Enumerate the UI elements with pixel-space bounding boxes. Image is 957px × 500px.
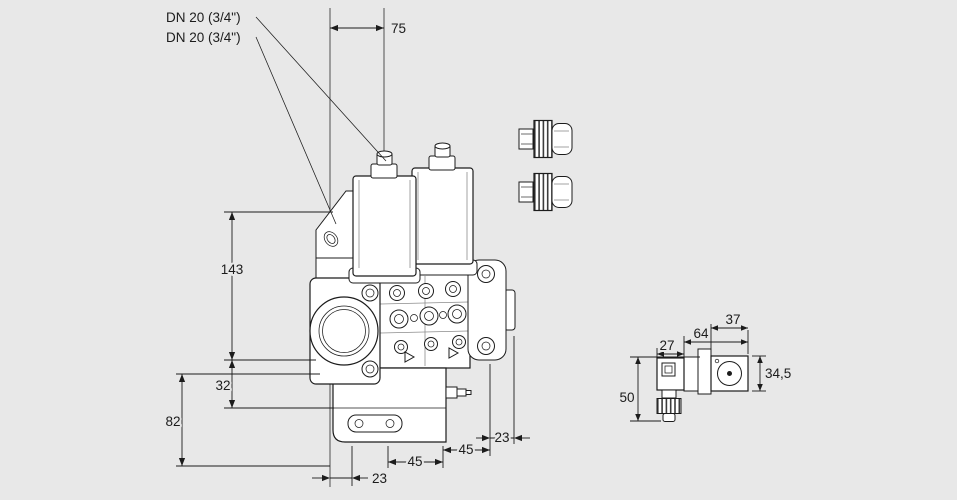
dim-body-height: 143 [219, 211, 333, 361]
body-screws [389, 281, 467, 363]
breather-nozzle [445, 386, 472, 399]
dim-coil-offset: 75 [330, 19, 408, 38]
svg-text:34,5: 34,5 [765, 366, 791, 381]
svg-text:75: 75 [391, 21, 406, 36]
svg-text:82: 82 [165, 414, 180, 429]
svg-text:45: 45 [458, 442, 473, 457]
svg-text:50: 50 [619, 390, 634, 405]
test-plug-1 [518, 119, 573, 159]
port-label-bottom: DN 20 (3/4") [166, 30, 241, 45]
svg-text:27: 27 [659, 338, 674, 353]
dim-outlet-offset: 23 [476, 336, 530, 447]
pilot-valve [656, 348, 749, 422]
solenoid-coil-left [348, 150, 421, 284]
svg-text:143: 143 [221, 262, 244, 277]
inlet-flange [309, 277, 381, 385]
dim-block-width: 45 [387, 446, 444, 471]
svg-text:23: 23 [372, 471, 387, 486]
dim-pilot-body-height: 34,5 [752, 355, 793, 392]
port-label-top: DN 20 (3/4") [166, 10, 241, 25]
dim-pilot-body-width: 37 [710, 310, 748, 352]
dim-pilot-total-width: 64 [684, 324, 749, 354]
svg-text:64: 64 [693, 326, 709, 341]
outlet-flange [467, 259, 516, 361]
dim-pilot-total-height: 50 [617, 356, 700, 422]
dim-outlet-width: 45 [443, 364, 491, 459]
svg-text:37: 37 [725, 312, 740, 327]
solenoid-coil-right [408, 142, 478, 276]
test-plug-2 [518, 172, 573, 212]
flow-arrow-icon [404, 351, 416, 363]
flow-arrow-icon [448, 347, 460, 359]
dim-bottom-left-offset: 23 [312, 446, 389, 488]
svg-text:32: 32 [215, 378, 230, 393]
annotations: DN 20 (3/4") DN 20 (3/4") 75 143 32 [163, 10, 793, 488]
dim-plug-width: 27 [656, 336, 685, 362]
dim-regulator-height: 82 [163, 373, 330, 467]
svg-text:45: 45 [407, 454, 422, 469]
cable-gland [656, 389, 682, 422]
regulator-block [332, 367, 472, 443]
svg-text:23: 23 [494, 430, 509, 445]
valve-assembly [309, 142, 516, 443]
dim-lower-height: 32 [213, 360, 334, 409]
